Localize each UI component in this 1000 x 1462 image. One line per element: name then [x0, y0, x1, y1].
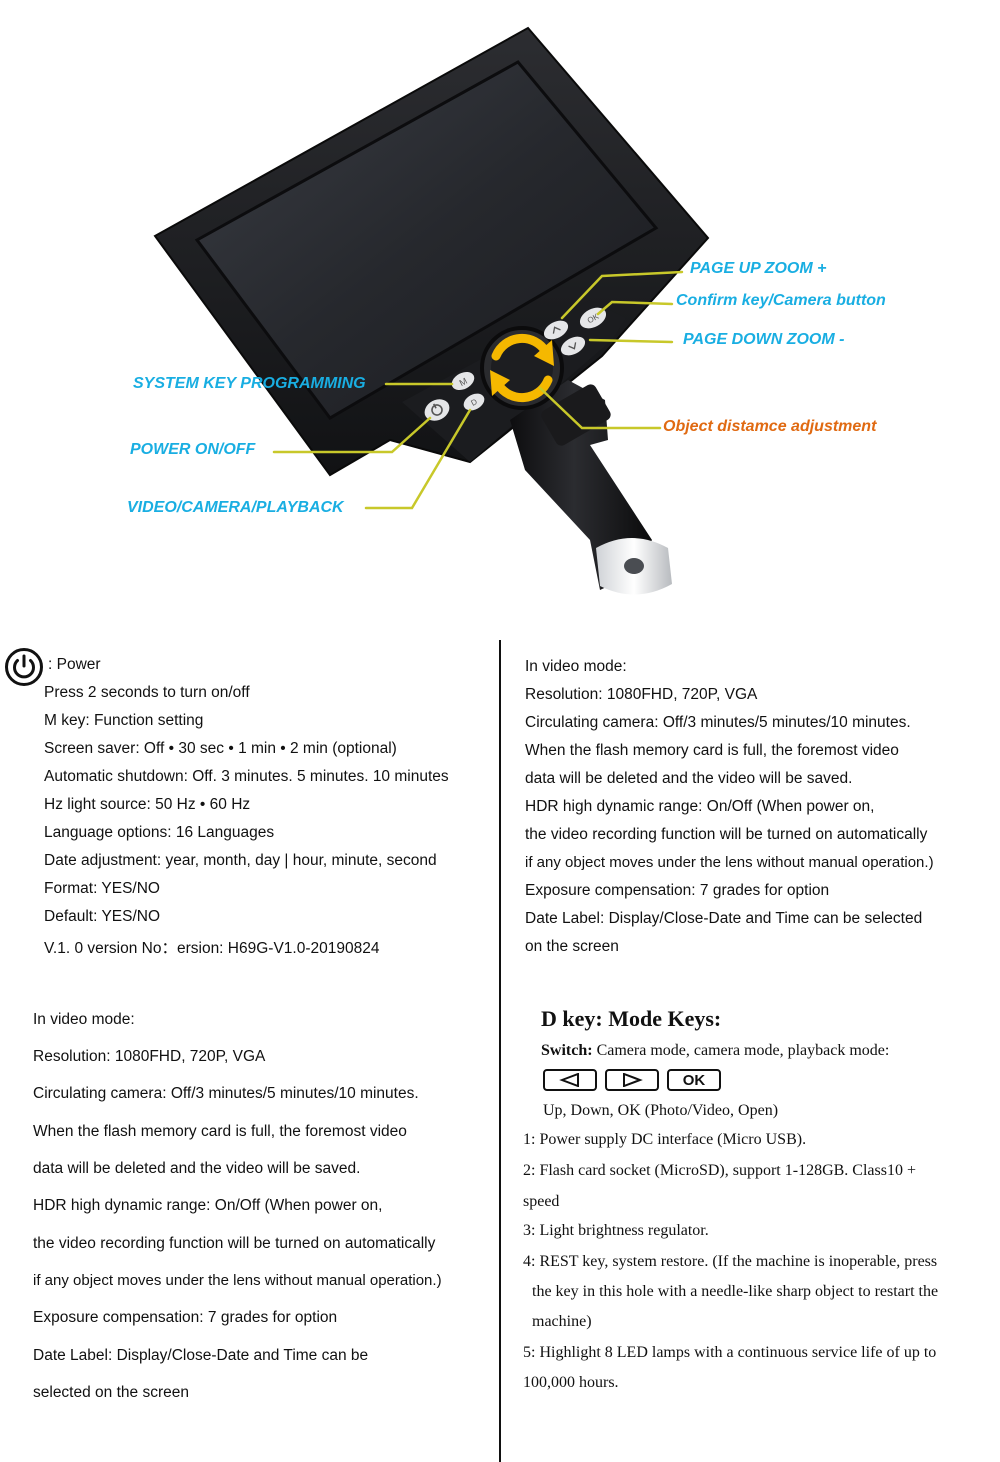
- tube-collar: [541, 384, 611, 446]
- video-line: if any object moves under the lens witho…: [33, 1272, 442, 1289]
- power-line: Language options: 16 Languages: [44, 824, 275, 841]
- switch-text: Camera mode, camera mode, playback mode:: [592, 1042, 890, 1059]
- callout-object-distance: Object distamce adjustment: [663, 418, 877, 435]
- video-line: the video recording function will be tur…: [33, 1235, 436, 1252]
- callout-page-up: PAGE UP ZOOM +: [690, 260, 827, 277]
- up-key: [543, 320, 569, 340]
- keys-caption: Up, Down, OK (Photo/Video, Open): [543, 1102, 779, 1119]
- down-key: [560, 336, 586, 356]
- d-key-item: 3: Light brightness regulator.: [523, 1222, 709, 1239]
- video-line: if any object moves under the lens witho…: [525, 854, 934, 871]
- leader-page-up: [560, 270, 684, 320]
- video-line: Date Label: Display/Close-Date and Time …: [525, 910, 923, 927]
- power-key: [424, 399, 450, 421]
- m-key: M: [451, 371, 475, 391]
- d-key: D: [463, 393, 485, 411]
- video-line: HDR high dynamic range: On/Off (When pow…: [525, 798, 875, 815]
- video-line: When the flash memory card is full, the …: [525, 742, 899, 759]
- device-screen: [194, 60, 659, 420]
- power-line: Format: YES/NO: [44, 880, 160, 897]
- video-line: HDR high dynamic range: On/Off (When pow…: [33, 1197, 383, 1214]
- power-line: Automatic shutdown: Off. 3 minutes. 5 mi…: [44, 768, 449, 785]
- video-line: Circulating camera: Off/3 minutes/5 minu…: [525, 714, 911, 731]
- power-line: Hz light source: 50 Hz • 60 Hz: [44, 796, 251, 813]
- callout-system-key: SYSTEM KEY PROGRAMMING: [133, 375, 366, 392]
- video-line: In video mode:: [33, 1011, 135, 1028]
- power-line: Default: YES/NO: [44, 908, 161, 925]
- ok-key-icon: OK: [667, 1069, 721, 1091]
- microscope-tube: [510, 380, 652, 590]
- video-line: selected on the screen: [33, 1384, 189, 1401]
- video-line: data will be deleted and the video will …: [33, 1160, 361, 1177]
- video-line: Circulating camera: Off/3 minutes/5 minu…: [33, 1085, 419, 1102]
- d-key-item: 100,000 hours.: [523, 1374, 619, 1391]
- d-key-item: the key in this hole with a needle-like …: [532, 1283, 939, 1300]
- rotate-arrow-icon: [491, 333, 551, 361]
- d-key-switch: Switch: Camera mode, camera mode, playba…: [541, 1042, 889, 1060]
- microscope-device-illustration: M D OK: [153, 26, 710, 595]
- power-title: : Power: [48, 656, 101, 673]
- right-arrow-key-icon: [605, 1069, 659, 1091]
- d-key-item: 5: Highlight 8 LED lamps with a continuo…: [523, 1344, 937, 1361]
- leader-object-distance: [538, 386, 662, 430]
- power-line: Screen saver: Off • 30 sec • 1 min • 2 m…: [44, 740, 397, 757]
- d-key-title: D key: Mode Keys:: [541, 1006, 722, 1031]
- video-line: Resolution: 1080FHD, 720P, VGA: [33, 1048, 266, 1065]
- callout-page-down: PAGE DOWN ZOOM -: [683, 331, 845, 348]
- power-line: Date adjustment: year, month, day | hour…: [44, 852, 437, 869]
- video-line: Date Label: Display/Close-Date and Time …: [33, 1347, 369, 1364]
- lens-glass: [624, 558, 644, 574]
- d-key-item: 4: REST key, system restore. (If the mac…: [523, 1253, 938, 1270]
- video-line: data will be deleted and the video will …: [525, 770, 853, 787]
- m-key-label: M: [458, 376, 469, 388]
- d-key-item: speed: [523, 1193, 560, 1210]
- d-key-label: D: [469, 397, 479, 408]
- leader-video: [364, 408, 472, 510]
- power-line: M key: Function setting: [44, 712, 204, 729]
- video-line: Exposure compensation: 7 grades for opti…: [525, 882, 830, 899]
- d-key-item: 2: Flash card socket (MicroSD), support …: [523, 1162, 916, 1179]
- callout-confirm: Confirm key/Camera button: [676, 292, 886, 309]
- video-line: Exposure compensation: 7 grades for opti…: [33, 1309, 338, 1326]
- switch-label: Switch:: [541, 1042, 593, 1059]
- column-divider: [499, 640, 501, 1462]
- video-line: In video mode:: [525, 658, 627, 675]
- d-key-item: 1: Power supply DC interface (Micro USB)…: [523, 1131, 807, 1148]
- leader-confirm: [596, 300, 674, 316]
- video-line: Resolution: 1080FHD, 720P, VGA: [525, 686, 758, 703]
- d-key-item: machine): [532, 1313, 592, 1330]
- leader-power: [272, 416, 432, 454]
- leader-page-down: [588, 338, 674, 344]
- callout-power: POWER ON/OFF: [130, 441, 256, 458]
- video-line: When the flash memory card is full, the …: [33, 1123, 407, 1140]
- callout-video-camera: VIDEO/CAMERA/PLAYBACK: [127, 499, 344, 516]
- power-line: Press 2 seconds to turn on/off: [44, 684, 250, 701]
- video-line: on the screen: [525, 938, 619, 955]
- power-line: V.1. 0 version No：ersion: H69G-V1.0-2019…: [44, 940, 380, 957]
- left-arrow-key-icon: [543, 1069, 597, 1091]
- video-line: the video recording function will be tur…: [525, 826, 928, 843]
- power-icon: [5, 648, 43, 686]
